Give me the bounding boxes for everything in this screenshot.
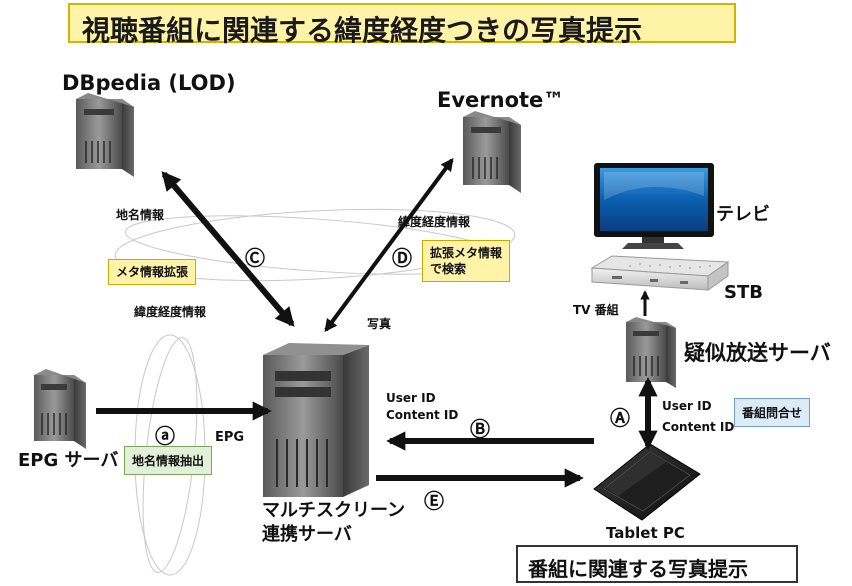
tv-icon: [594, 163, 714, 249]
program-query-text: 番組問合せ: [742, 406, 803, 420]
place-extract-text: 地名情報抽出: [132, 454, 205, 468]
epg-label: EPG: [215, 430, 245, 445]
flow-arrows: [96, 157, 658, 488]
search-text-line2: で検索: [430, 262, 467, 277]
content-id-left-label: Content ID: [386, 408, 459, 422]
latlon-info-left-label: 緯度経度情報: [134, 305, 207, 319]
step-b-marker: Ⓑ: [470, 417, 490, 441]
step-c-marker: Ⓒ: [245, 246, 265, 270]
dbpedia-server-icon: [76, 93, 134, 177]
bottom-caption-box: [516, 545, 798, 583]
stb-icon: [590, 255, 730, 291]
meta-expand-text: メタ情報拡張: [116, 265, 189, 279]
tablet-icon: [593, 443, 701, 521]
title-banner: [68, 3, 736, 43]
step-e-marker: Ⓔ: [424, 489, 444, 513]
place-extract-box: 地名情報抽出: [124, 446, 213, 475]
step-d-marker: Ⓓ: [392, 246, 412, 270]
step-a-marker: ⓐ: [155, 424, 175, 448]
search-box: 拡張メタ情報 で検索: [422, 240, 511, 283]
page-title: 視聴番組に関連する緯度経度つきの写真提示: [82, 14, 643, 47]
multiscreen-server-icon: [263, 343, 369, 497]
pseudo-broadcast-server-icon: [626, 317, 676, 388]
tablet-label: Tablet PC: [606, 524, 685, 542]
multiscreen-server-label-1: マルチスクリーン: [262, 500, 406, 521]
evernote-server-icon: [463, 111, 521, 193]
latlon-info-right-label: 緯度経度情報: [398, 215, 471, 229]
stb-label: STB: [724, 282, 763, 303]
dbpedia-label: DBpedia (LOD): [62, 71, 236, 95]
pseudo-server-label: 疑似放送サーバ: [684, 341, 831, 365]
photo-label: 写真: [367, 317, 392, 331]
epg-server-label: EPG サーバ: [18, 450, 119, 471]
multiscreen-server-label-2: 連携サーバ: [262, 524, 352, 545]
meta-expand-box: メタ情報拡張: [108, 259, 197, 286]
user-id-right-label: User ID: [662, 399, 712, 413]
bottom-caption: 番組に関連する写真提示: [528, 557, 748, 581]
tv-program-label: TV 番組: [573, 303, 619, 317]
step-capital-a-marker: Ⓐ: [610, 406, 630, 430]
content-id-right-label: Content ID: [662, 420, 735, 434]
search-text-line1: 拡張メタ情報: [430, 246, 503, 260]
tv-label: テレビ: [716, 204, 770, 225]
user-id-left-label: User ID: [386, 391, 436, 405]
evernote-label: Evernote™: [437, 88, 565, 112]
program-query-box: 番組問合せ: [734, 398, 811, 427]
place-name-info-label: 地名情報: [116, 208, 165, 222]
epg-server-icon: [34, 369, 86, 449]
